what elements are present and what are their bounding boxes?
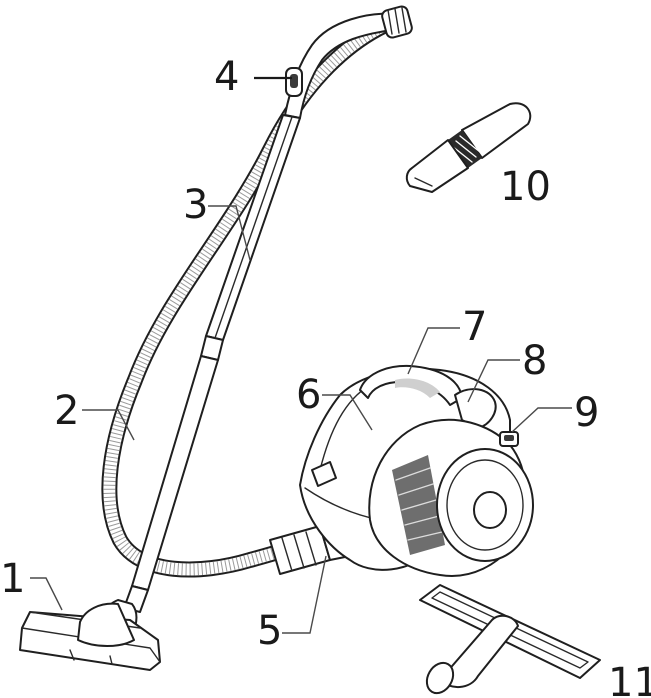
label-5: 5 (257, 608, 282, 654)
label-7: 7 (462, 304, 487, 350)
label-2: 2 (54, 388, 79, 434)
label-1: 1 (0, 556, 25, 602)
body-latch (311, 461, 337, 487)
leader-lines (30, 76, 572, 634)
floor-nozzle-tool (419, 584, 601, 695)
label-9: 9 (574, 390, 599, 436)
label-4: 4 (214, 54, 239, 100)
telescopic-tube (131, 114, 301, 591)
label-11: 11 (608, 660, 651, 698)
label-6: 6 (296, 372, 321, 418)
label-10: 10 (500, 164, 551, 210)
hose-handle (284, 5, 413, 119)
power-button (499, 431, 519, 447)
label-8: 8 (522, 338, 547, 384)
label-3: 3 (183, 182, 208, 228)
floor-brush (19, 585, 161, 671)
brush-tool (405, 102, 532, 193)
side-cover (368, 418, 534, 577)
